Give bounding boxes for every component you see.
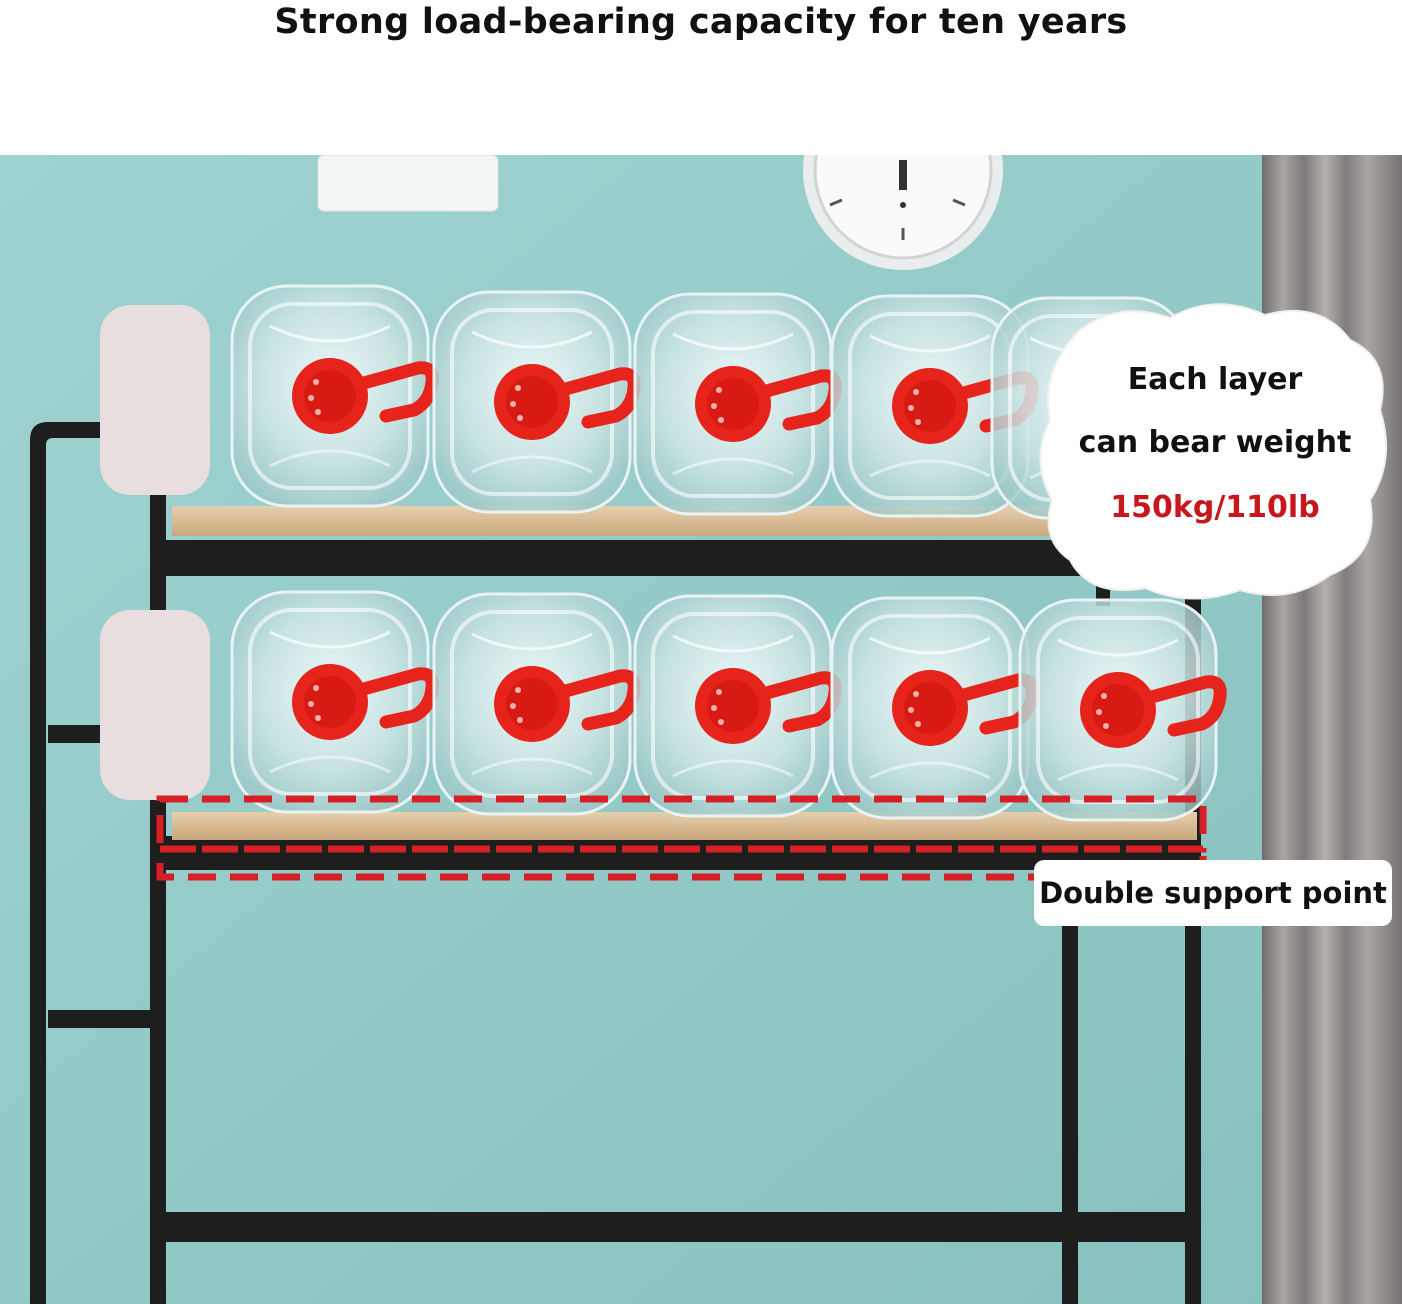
- headline: Strong load-bearing capacity for ten yea…: [274, 2, 1128, 42]
- callout-weight-value: 150kg/110lb: [1110, 490, 1320, 525]
- product-photo: [0, 155, 1402, 1304]
- rack-frame: [30, 422, 1201, 1304]
- callout-line-bear-weight: can bear weight: [1078, 425, 1352, 460]
- support-point-label: Double support point: [1034, 860, 1392, 926]
- wall-clock: [803, 155, 1003, 270]
- callout-line-each-layer: Each layer: [1127, 362, 1303, 397]
- weight-callout-cloud: [1039, 303, 1388, 600]
- lower-bottle-row: [232, 592, 1220, 820]
